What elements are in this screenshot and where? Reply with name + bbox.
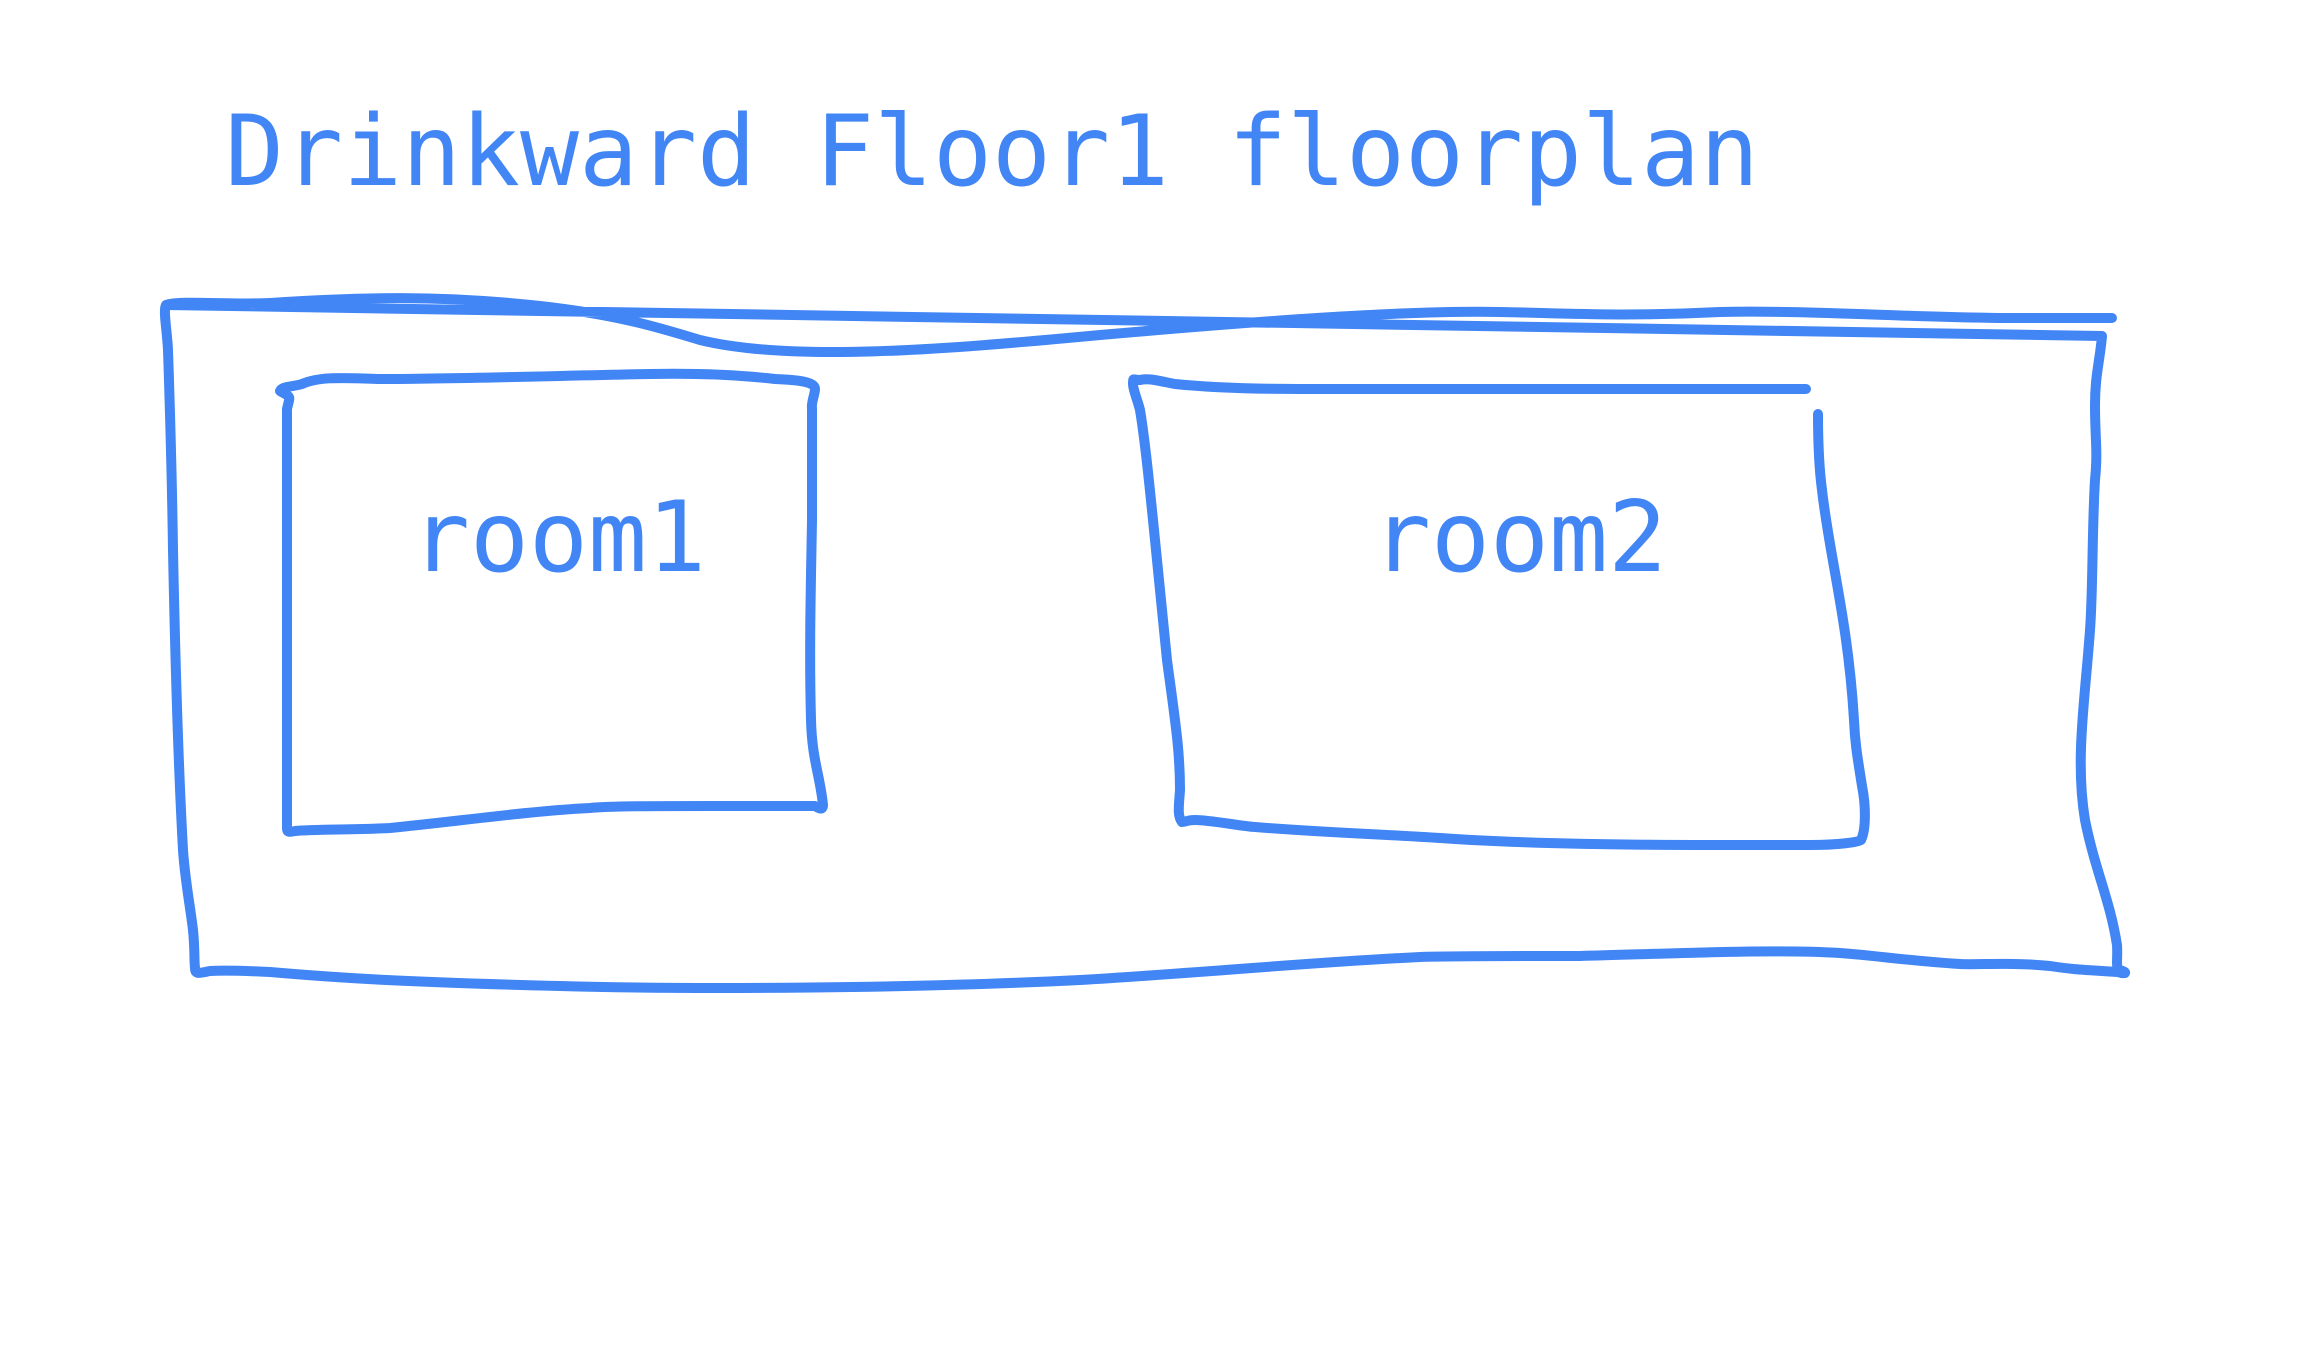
room1-outline [275, 368, 828, 837]
floor-outline [159, 293, 2130, 993]
room2-outline [1128, 374, 1870, 850]
room1-label: room1 [411, 481, 706, 595]
floorplan-title: Drinkward Floor1 floorplan [225, 95, 1759, 209]
room2-label: room2 [1372, 481, 1667, 595]
